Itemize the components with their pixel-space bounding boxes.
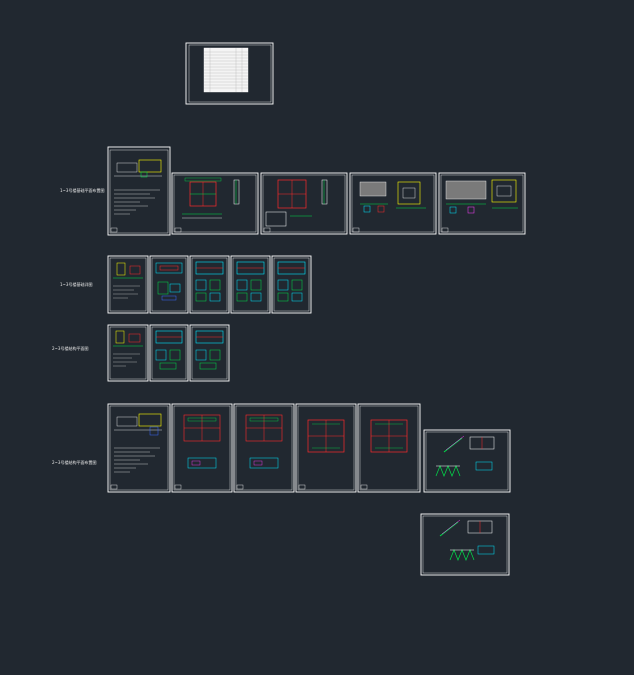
sheet-detail-bottom[interactable]: [420, 513, 510, 576]
sheet-1-2[interactable]: [171, 172, 259, 235]
sheet-1-3[interactable]: [260, 172, 348, 235]
row-4-label: 2~3号楼结构平面布置图: [52, 460, 97, 465]
row-2-sheets: [107, 255, 312, 314]
sheet-2-3[interactable]: [189, 255, 230, 314]
row-1-label: 1~3号楼基础平面布置图: [60, 188, 105, 193]
sheet-4-2[interactable]: [171, 403, 233, 493]
sheet-1-5[interactable]: [438, 172, 526, 235]
row-2-label: 1~3号楼基础详图: [60, 282, 93, 287]
sheet-2-5[interactable]: [271, 255, 312, 314]
sheet-4-4[interactable]: [295, 403, 357, 493]
sheet-2-2[interactable]: [149, 255, 189, 314]
sheet-2-4[interactable]: [230, 255, 271, 314]
sheet-1-4[interactable]: [349, 172, 437, 235]
row-3-label: 2~3号楼结构平面图: [52, 346, 89, 351]
sheet-1-1[interactable]: [107, 146, 171, 236]
sheet-3-1[interactable]: [107, 324, 149, 382]
sheet-4-1[interactable]: [107, 403, 171, 493]
sheet-3-3[interactable]: [189, 324, 230, 382]
row-4-sheets: [107, 403, 511, 493]
row-1-sheets: [107, 146, 526, 236]
row-3-sheets: [107, 324, 230, 382]
sheet-4-6[interactable]: [423, 429, 511, 493]
sheet-drawing-list[interactable]: [185, 42, 274, 105]
sheet-3-2[interactable]: [149, 324, 189, 382]
sheet-2-1[interactable]: [107, 255, 149, 314]
sheet-4-3[interactable]: [233, 403, 295, 493]
sheet-4-5[interactable]: [357, 403, 421, 493]
